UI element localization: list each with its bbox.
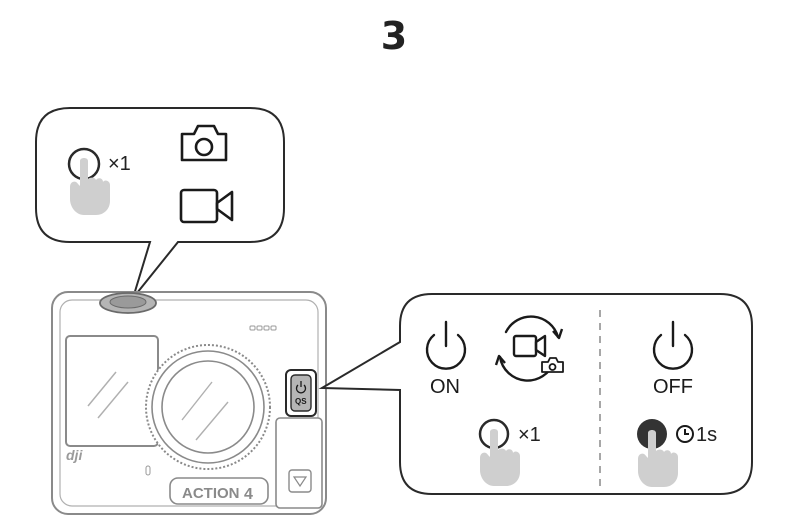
action-camera: dji ACTION 4 QS [51,291,327,515]
speaker-grille [249,325,277,331]
shutter-press-count: ×1 [108,153,131,175]
power-off-icon [652,320,694,370]
photo-camera-icon [180,124,228,162]
brand-logo: dji [66,447,83,463]
model-plate [169,477,269,505]
lens-glass [161,360,255,454]
model-label: ACTION [182,485,240,502]
qs-press-count: ×1 [518,424,541,446]
model-number: 4 [244,486,253,503]
shutter-callout-bubble [35,107,285,299]
camera-body-inner [59,299,319,507]
shutter-button-center [109,295,147,309]
front-screen [65,335,159,447]
video-camera-icon [179,188,234,224]
qs-callout: ON ×1 [318,293,753,495]
power-on-icon [425,320,467,370]
qs-button-label: QS [295,397,307,406]
status-led [145,465,151,476]
step-number: 3 [380,14,408,58]
off-label: OFF [653,376,693,398]
shutter-callout: ×1 [35,107,285,299]
hold-duration: 1s [696,424,717,446]
on-label: ON [430,376,460,398]
switch-photo-icon [541,357,564,373]
side-door-button [288,469,312,493]
qs-power-icon [295,381,307,394]
side-panel [275,417,323,509]
clock-icon [676,425,694,443]
